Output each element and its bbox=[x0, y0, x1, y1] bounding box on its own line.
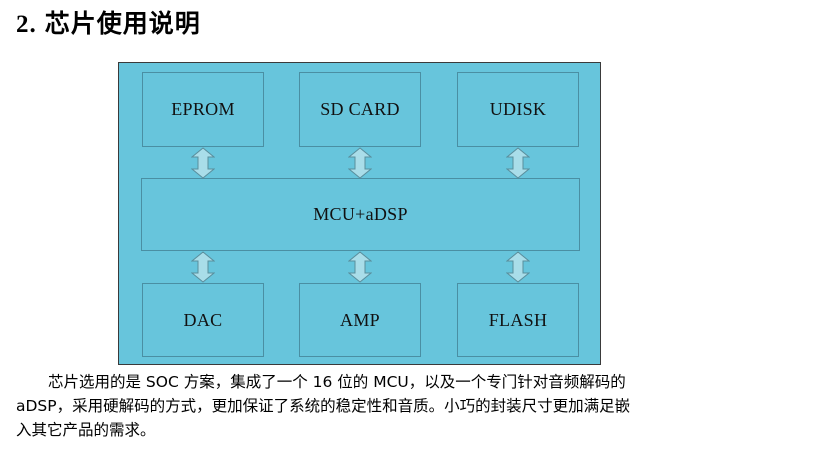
block-sd-card: SD CARD bbox=[299, 72, 421, 147]
section-title: 芯片使用说明 bbox=[44, 9, 201, 38]
section-number: 2. bbox=[16, 11, 37, 38]
double-arrow-icon bbox=[191, 251, 215, 283]
description-paragraph: 芯片选用的是 SOC 方案，集成了一个 16 位的 MCU，以及一个专门针对音频… bbox=[16, 370, 716, 442]
block-flash: FLASH bbox=[457, 283, 579, 357]
chip-block-diagram: EPROM SD CARD UDISK MCU+aDSP DAC AMP FLA… bbox=[118, 62, 601, 365]
double-arrow-icon bbox=[506, 251, 530, 283]
block-eprom: EPROM bbox=[142, 72, 264, 147]
double-arrow-icon bbox=[506, 147, 530, 179]
paragraph-line: 入其它产品的需求。 bbox=[16, 421, 156, 439]
paragraph-line: aDSP，采用硬解码的方式，更加保证了系统的稳定性和音质。小巧的封装尺寸更加满足… bbox=[16, 397, 631, 415]
paragraph-line: 芯片选用的是 SOC 方案，集成了一个 16 位的 MCU，以及一个专门针对音频… bbox=[48, 373, 626, 391]
double-arrow-icon bbox=[348, 147, 372, 179]
section-heading: 2. 芯片使用说明 bbox=[16, 4, 201, 40]
block-amp: AMP bbox=[299, 283, 421, 357]
block-dac: DAC bbox=[142, 283, 264, 357]
double-arrow-icon bbox=[191, 147, 215, 179]
block-mcu-adsp: MCU+aDSP bbox=[141, 178, 580, 251]
double-arrow-icon bbox=[348, 251, 372, 283]
block-udisk: UDISK bbox=[457, 72, 579, 147]
